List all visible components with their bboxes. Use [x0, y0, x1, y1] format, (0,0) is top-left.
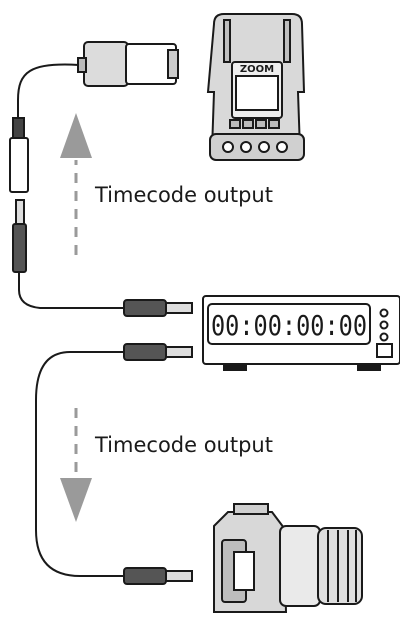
adapter-cable: [17, 63, 80, 130]
arrow-down-icon: [60, 408, 92, 522]
timecode-generator-icon: [202, 295, 400, 371]
male-plug-generator-bottom-icon: [123, 343, 193, 361]
timecode-display-text: 00:00:00:00: [211, 309, 367, 342]
male-plug-camera-icon: [123, 567, 193, 585]
camera-icon: [213, 503, 363, 613]
male-plug-left-icon: [12, 199, 27, 273]
generator-input-cable-top: [18, 272, 128, 309]
timecode-output-label-bottom: Timecode output: [95, 433, 273, 457]
recorder-brand: ZOOM: [240, 64, 274, 75]
zoom-recorder-icon: [206, 13, 306, 161]
timecode-output-label-top: Timecode output: [95, 183, 273, 207]
male-plug-generator-top-icon: [123, 299, 193, 317]
female-jack-icon: [9, 117, 29, 193]
arrow-up-icon: [60, 113, 92, 255]
usb-timecode-adapter-icon: [77, 41, 179, 87]
camera-cable: [35, 351, 124, 577]
